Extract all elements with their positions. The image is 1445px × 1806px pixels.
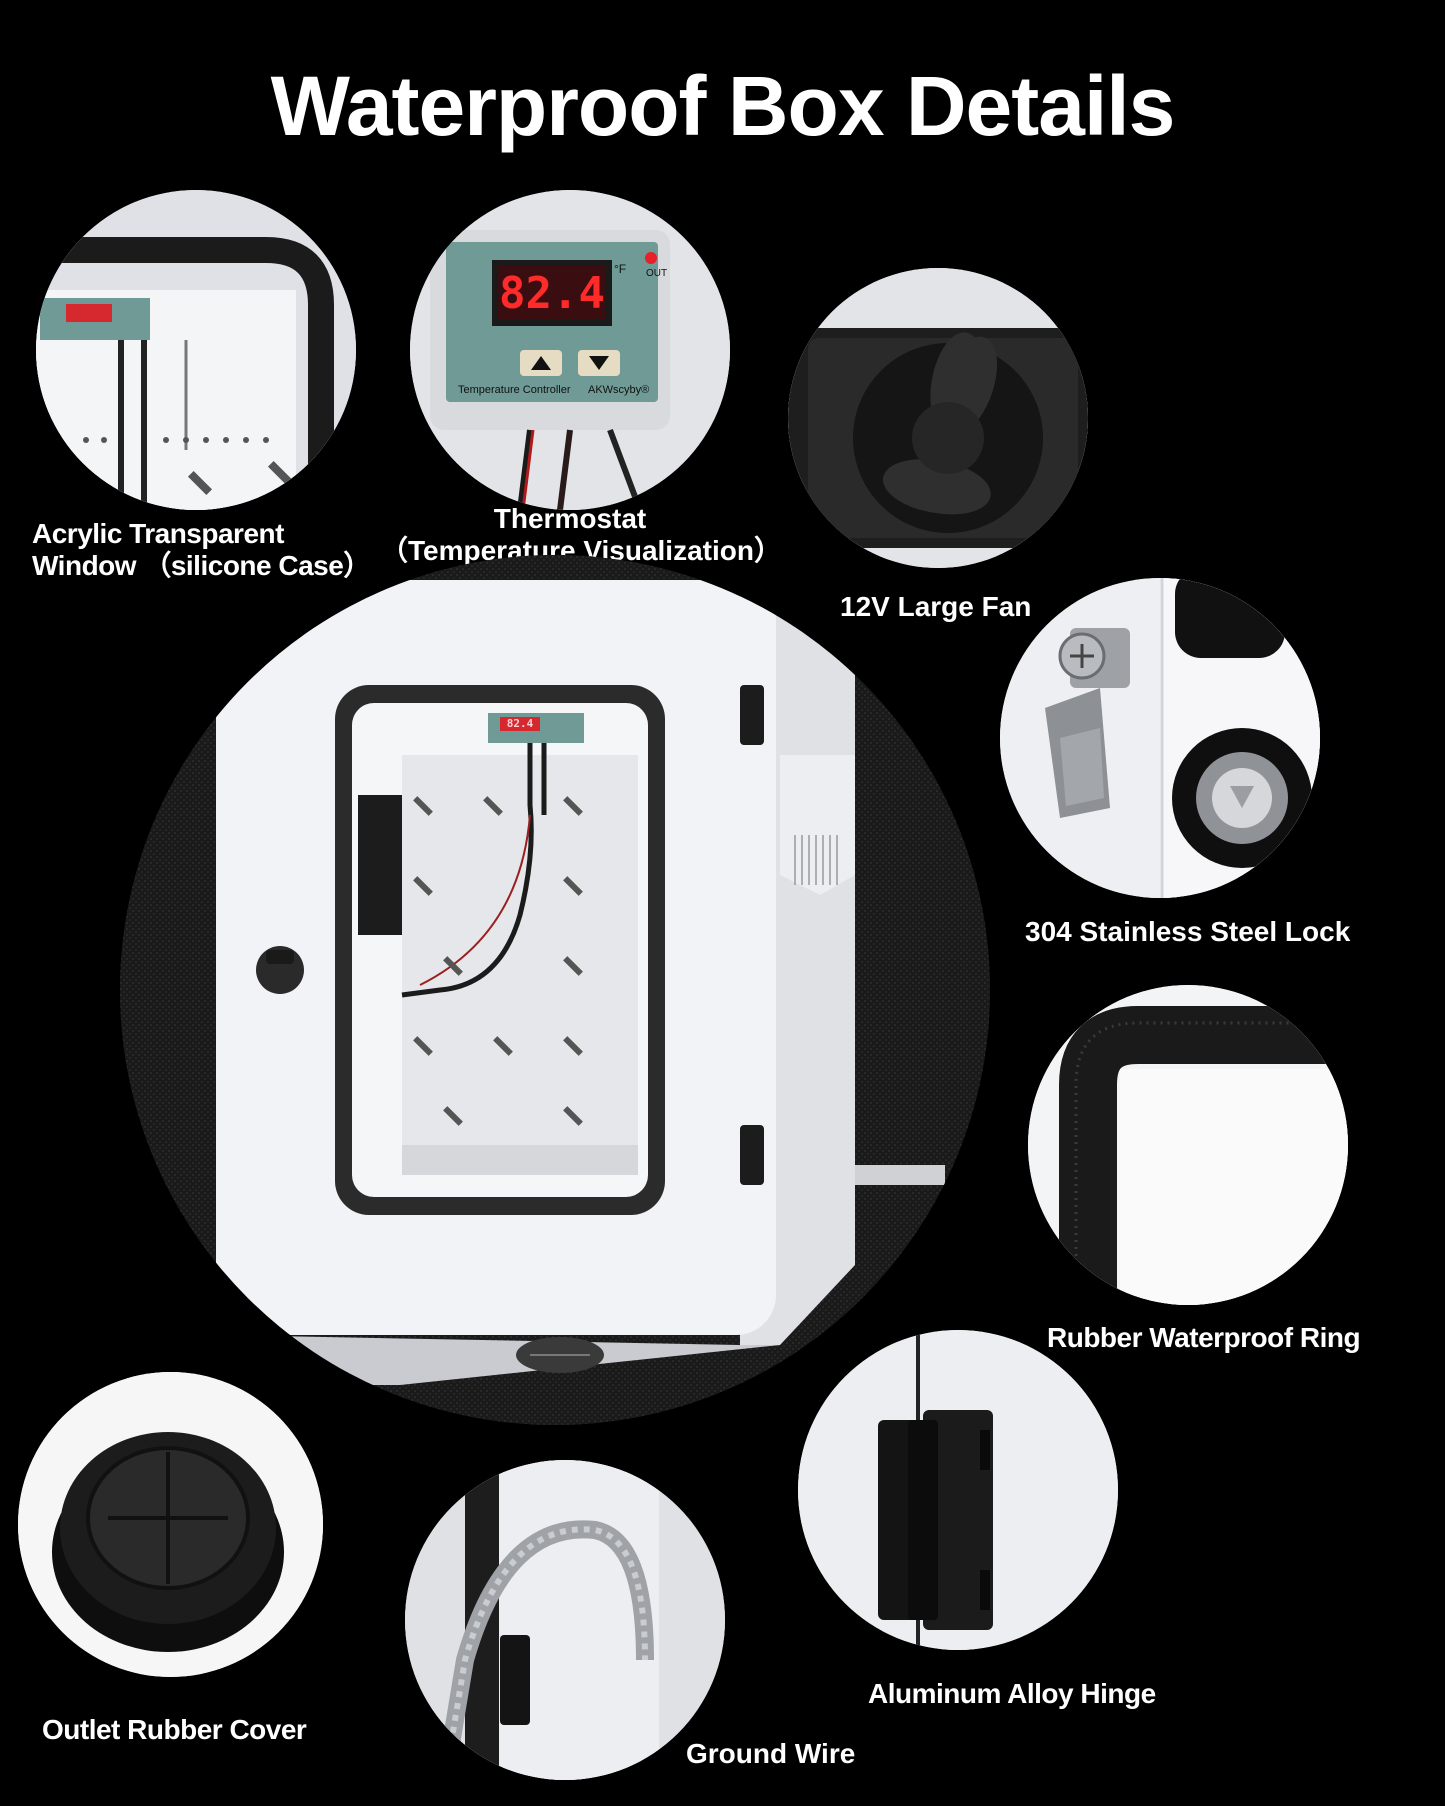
thermostat-caption: Thermostat （Temperature Visualization） xyxy=(380,503,782,566)
acrylic-window-caption: Acrylic Transparent Window （silicone Cas… xyxy=(32,518,371,581)
fan-photo xyxy=(788,268,1088,568)
thermostat-out-label: OUT xyxy=(646,268,668,279)
ground-wire-caption: Ground Wire xyxy=(686,1738,856,1769)
main-box-photo: 82.4 xyxy=(120,555,990,1425)
acrylic-window-photo xyxy=(36,190,356,510)
ground-wire-photo xyxy=(405,1460,725,1780)
outlet-rubber-cover-caption: Outlet Rubber Cover xyxy=(42,1714,307,1745)
aluminum-hinge-photo xyxy=(798,1330,1118,1650)
stainless-lock-caption: 304 Stainless Steel Lock xyxy=(1025,916,1351,947)
window-lcd-readout: 82.4 xyxy=(506,717,534,730)
page-title: Waterproof Box Details xyxy=(270,59,1176,153)
thermostat-lcd-readout: 82.4 xyxy=(499,268,605,319)
rubber-ring-photo xyxy=(1028,985,1348,1305)
outlet-rubber-cover-photo xyxy=(18,1372,323,1677)
rubber-ring-caption: Rubber Waterproof Ring xyxy=(1047,1322,1361,1353)
thermostat-panel-label: Temperature Controller xyxy=(458,384,571,396)
aluminum-hinge-caption: Aluminum Alloy Hinge xyxy=(868,1678,1156,1709)
thermostat-unit: °F xyxy=(614,262,627,276)
thermostat-photo: 82.4 °F OUT Temperature Controller AKWsc… xyxy=(410,190,730,510)
stainless-lock-photo xyxy=(1000,578,1320,898)
fan-caption: 12V Large Fan xyxy=(840,591,1032,622)
thermostat-brand: AKWscyby® xyxy=(588,384,650,396)
